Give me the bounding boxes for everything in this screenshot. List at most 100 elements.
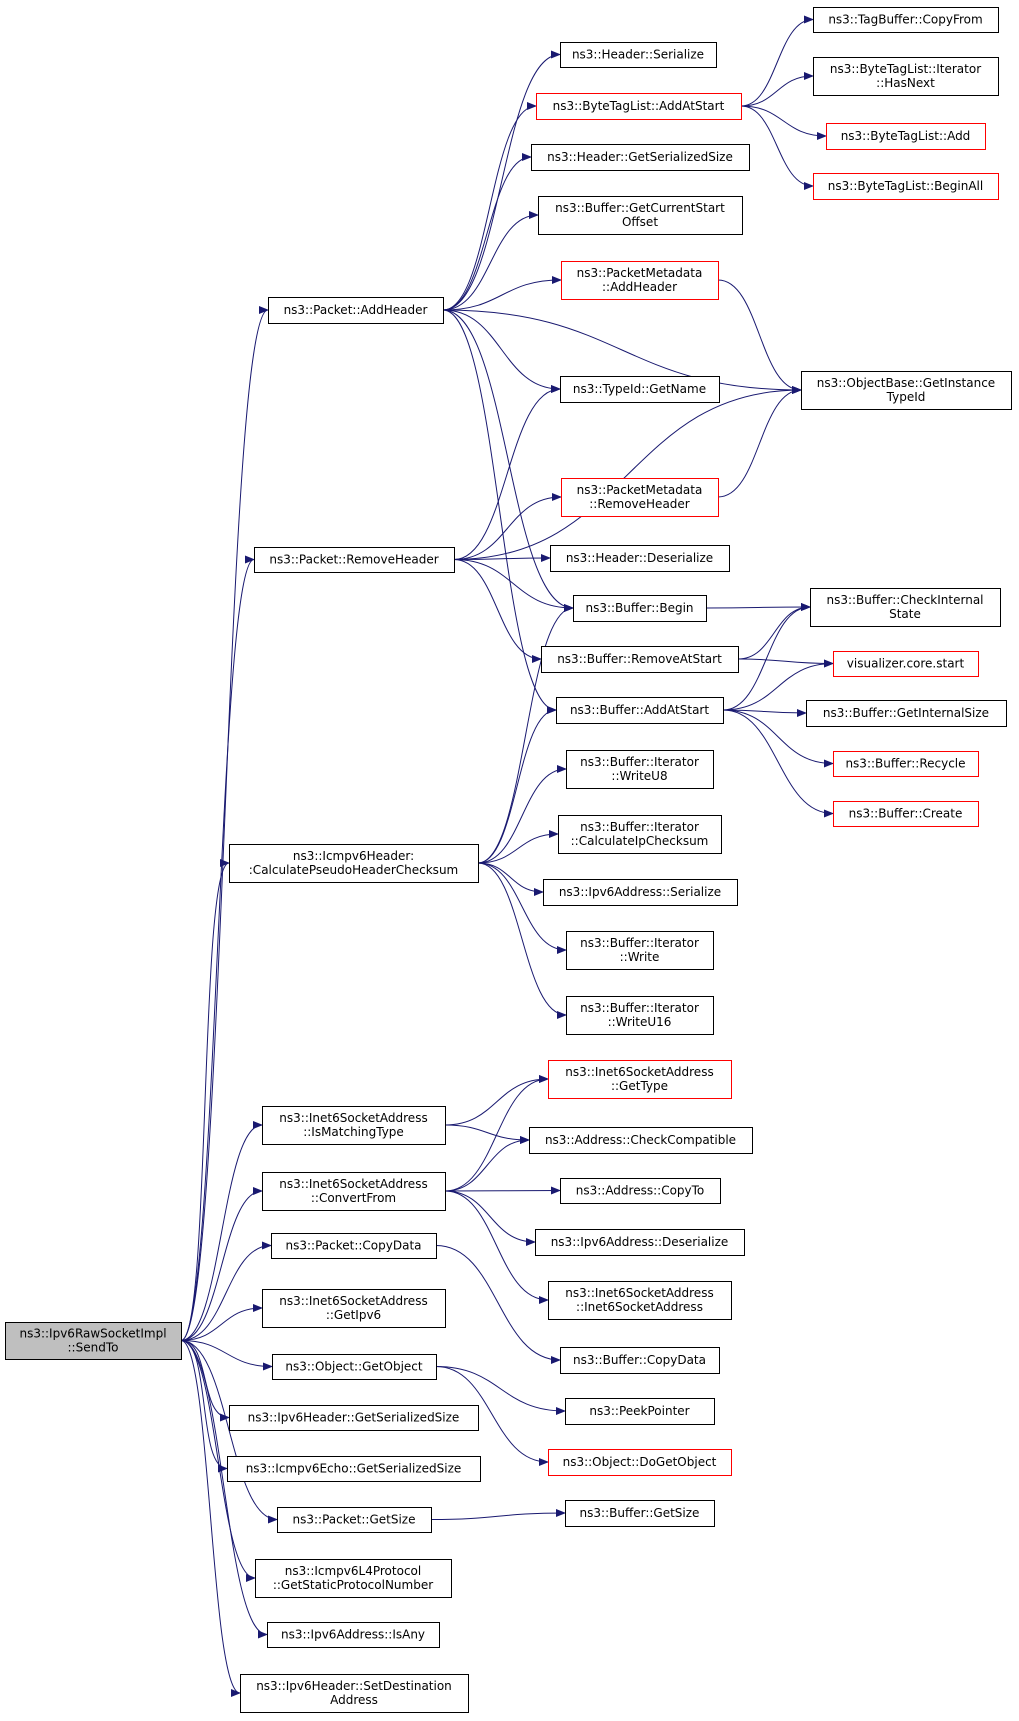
node-box-hdrSerialize[interactable] (560, 42, 717, 68)
node-box-pmAddHeader[interactable] (561, 261, 719, 300)
node-box-staticProto[interactable] (255, 1559, 452, 1598)
node-box-ipv6Deserialize[interactable] (535, 1229, 745, 1256)
node-isMatching[interactable]: ns3::Inet6SocketAddress::IsMatchingType (262, 1106, 446, 1145)
node-box-bufBegin[interactable] (573, 595, 707, 622)
node-pmAddHeader[interactable]: ns3::PacketMetadata::AddHeader (561, 261, 719, 300)
node-isAny[interactable]: ns3::Ipv6Address::IsAny (267, 1622, 440, 1648)
node-box-inet6Ctor[interactable] (548, 1281, 732, 1320)
node-box-hdrDeserialize[interactable] (550, 545, 730, 572)
node-box-pktGetSize[interactable] (277, 1507, 432, 1533)
node-pktGetSize[interactable]: ns3::Packet::GetSize (277, 1507, 432, 1533)
node-box-addrCheckCompat[interactable] (529, 1127, 753, 1154)
node-box-getObject[interactable] (272, 1354, 437, 1380)
node-box-itWriteU8[interactable] (566, 750, 714, 789)
node-box-isAny[interactable] (267, 1622, 440, 1648)
node-inet6Ctor[interactable]: ns3::Inet6SocketAddress::Inet6SocketAddr… (548, 1281, 732, 1320)
node-box-peekPointer[interactable] (565, 1398, 715, 1425)
node-box-bufCreate[interactable] (833, 801, 979, 827)
node-hdrSerialize[interactable]: ns3::Header::Serialize (560, 42, 717, 68)
node-convertFrom[interactable]: ns3::Inet6SocketAddress::ConvertFrom (262, 1172, 446, 1211)
node-bufInternalSize[interactable]: ns3::Buffer::GetInternalSize (806, 700, 1007, 727)
node-bufBegin[interactable]: ns3::Buffer::Begin (573, 595, 707, 622)
node-box-removeHeader[interactable] (254, 547, 455, 573)
node-box-inet6GetType[interactable] (548, 1060, 732, 1099)
node-addHeader[interactable]: ns3::Packet::AddHeader (268, 297, 444, 324)
node-ipv6Serialize[interactable]: ns3::Ipv6Address::Serialize (543, 879, 738, 906)
node-box-bufRecycle[interactable] (833, 751, 979, 777)
node-box-bufCurStart[interactable] (538, 196, 743, 235)
node-box-bufAddAtStart[interactable] (556, 697, 724, 724)
node-calcPseudo[interactable]: ns3::Icmpv6Header::CalculatePseudoHeader… (229, 844, 479, 883)
node-box-bufGetSize[interactable] (565, 1500, 715, 1527)
node-tagBufCopyFrom[interactable]: ns3::TagBuffer::CopyFrom (813, 7, 999, 33)
node-box-root[interactable] (5, 1322, 182, 1360)
node-bufAddAtStart[interactable]: ns3::Buffer::AddAtStart (556, 697, 724, 724)
node-box-btlAdd[interactable] (826, 123, 986, 150)
node-box-itWrite[interactable] (566, 931, 714, 970)
node-box-convertFrom[interactable] (262, 1172, 446, 1211)
node-echoSize[interactable]: ns3::Icmpv6Echo::GetSerializedSize (227, 1456, 481, 1482)
node-itCalcIp[interactable]: ns3::Buffer::Iterator::CalculateIpChecks… (558, 815, 722, 854)
node-copyData[interactable]: ns3::Packet::CopyData (271, 1233, 437, 1259)
node-box-bufCheckInternal[interactable] (810, 588, 1001, 627)
node-addrCheckCompat[interactable]: ns3::Address::CheckCompatible (529, 1127, 753, 1154)
node-box-echoSize[interactable] (227, 1456, 481, 1482)
node-ipv6Deserialize[interactable]: ns3::Ipv6Address::Deserialize (535, 1229, 745, 1256)
node-hdrDeserialize[interactable]: ns3::Header::Deserialize (550, 545, 730, 572)
node-box-hdrGetSize[interactable] (531, 144, 750, 171)
node-removeHeader[interactable]: ns3::Packet::RemoveHeader (254, 547, 455, 573)
node-box-itWriteU16[interactable] (566, 996, 714, 1035)
node-bufCopyData[interactable]: ns3::Buffer::CopyData (560, 1347, 720, 1374)
node-box-btlHasNext[interactable] (813, 57, 999, 96)
node-box-btlBeginAll[interactable] (813, 173, 999, 200)
node-inet6GetType[interactable]: ns3::Inet6SocketAddress::GetType (548, 1060, 732, 1099)
node-hdrGetSize[interactable]: ns3::Header::GetSerializedSize (531, 144, 750, 171)
node-box-typeIdName[interactable] (560, 376, 720, 403)
node-box-btlAddAtStart[interactable] (536, 93, 742, 120)
node-box-getIpv6[interactable] (262, 1289, 446, 1328)
node-box-itCalcIp[interactable] (558, 815, 722, 854)
node-getObject[interactable]: ns3::Object::GetObject (272, 1354, 437, 1380)
node-box-copyData[interactable] (271, 1233, 437, 1259)
node-pmRemoveHeader[interactable]: ns3::PacketMetadata::RemoveHeader (561, 478, 719, 517)
node-box-bufInternalSize[interactable] (806, 700, 1007, 727)
node-bufRecycle[interactable]: ns3::Buffer::Recycle (833, 751, 979, 777)
node-bufCreate[interactable]: ns3::Buffer::Create (833, 801, 979, 827)
node-btlAddAtStart[interactable]: ns3::ByteTagList::AddAtStart (536, 93, 742, 120)
node-box-tagBufCopyFrom[interactable] (813, 7, 999, 33)
node-root[interactable]: ns3::Ipv6RawSocketImpl::SendTo (5, 1322, 182, 1360)
node-addrCopyTo[interactable]: ns3::Address::CopyTo (560, 1178, 721, 1204)
node-typeIdName[interactable]: ns3::TypeId::GetName (560, 376, 720, 403)
node-ipv6HdrSize[interactable]: ns3::Ipv6Header::GetSerializedSize (229, 1405, 479, 1431)
node-bufGetSize[interactable]: ns3::Buffer::GetSize (565, 1500, 715, 1527)
node-box-bufRemoveAtStart[interactable] (541, 646, 739, 673)
node-btlAdd[interactable]: ns3::ByteTagList::Add (826, 123, 986, 150)
node-box-bufCopyData[interactable] (560, 1347, 720, 1374)
node-btlBeginAll[interactable]: ns3::ByteTagList::BeginAll (813, 173, 999, 200)
node-box-objBaseTypeId[interactable] (801, 371, 1012, 410)
node-itWriteU16[interactable]: ns3::Buffer::Iterator::WriteU16 (566, 996, 714, 1035)
node-box-isMatching[interactable] (262, 1106, 446, 1145)
node-box-calcPseudo[interactable] (229, 844, 479, 883)
node-staticProto[interactable]: ns3::Icmpv6L4Protocol::GetStaticProtocol… (255, 1559, 452, 1598)
node-peekPointer[interactable]: ns3::PeekPointer (565, 1398, 715, 1425)
node-box-pmRemoveHeader[interactable] (561, 478, 719, 517)
node-btlHasNext[interactable]: ns3::ByteTagList::Iterator::HasNext (813, 57, 999, 96)
node-box-ipv6Serialize[interactable] (543, 879, 738, 906)
node-getIpv6[interactable]: ns3::Inet6SocketAddress::GetIpv6 (262, 1289, 446, 1328)
node-box-setDest[interactable] (240, 1674, 469, 1713)
node-box-addHeader[interactable] (268, 297, 444, 324)
node-bufRemoveAtStart[interactable]: ns3::Buffer::RemoveAtStart (541, 646, 739, 673)
node-itWriteU8[interactable]: ns3::Buffer::Iterator::WriteU8 (566, 750, 714, 789)
node-itWrite[interactable]: ns3::Buffer::Iterator::Write (566, 931, 714, 970)
node-doGetObject[interactable]: ns3::Object::DoGetObject (548, 1449, 732, 1476)
node-box-doGetObject[interactable] (548, 1449, 732, 1476)
node-box-ipv6HdrSize[interactable] (229, 1405, 479, 1431)
node-box-vizStart[interactable] (833, 651, 979, 677)
node-vizStart[interactable]: visualizer.core.start (833, 651, 979, 677)
node-box-addrCopyTo[interactable] (560, 1178, 721, 1204)
